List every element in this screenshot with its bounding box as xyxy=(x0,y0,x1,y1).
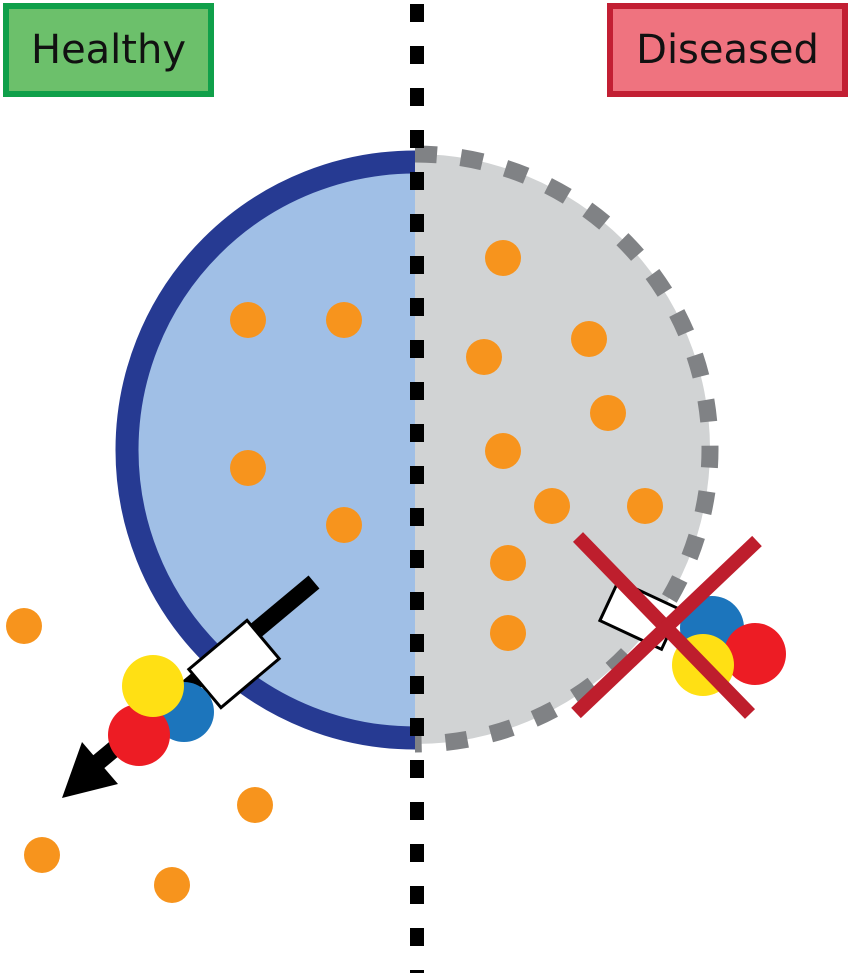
diseased-cell-membrane xyxy=(414,145,719,753)
healthy-label-text: Healthy xyxy=(30,27,187,73)
exported-molecules xyxy=(6,608,273,903)
molecule xyxy=(534,488,570,524)
diseased-label: Diseased xyxy=(607,3,848,97)
diseased-label-text: Diseased xyxy=(636,27,819,73)
molecule xyxy=(490,615,526,651)
diseased-transporter xyxy=(571,532,786,719)
molecule xyxy=(571,321,607,357)
molecule xyxy=(230,450,266,486)
healthy-label: Healthy xyxy=(3,3,214,97)
healthy-transporter xyxy=(62,575,320,798)
complex-red-subunit xyxy=(108,704,170,766)
molecule xyxy=(466,339,502,375)
diseased-cell-body xyxy=(415,154,710,744)
molecule xyxy=(627,488,663,524)
molecule xyxy=(485,433,521,469)
cross-x-icon xyxy=(571,532,762,719)
molecule xyxy=(230,302,266,338)
molecule xyxy=(237,787,273,823)
molecule xyxy=(154,867,190,903)
complex-red-subunit xyxy=(724,623,786,685)
molecule xyxy=(590,395,626,431)
transporter-protein xyxy=(186,618,282,710)
arrow-down-left-icon xyxy=(62,742,118,798)
molecule xyxy=(24,837,60,873)
diseased-intracellular-molecules xyxy=(466,240,663,651)
molecule xyxy=(490,545,526,581)
molecule xyxy=(485,240,521,276)
complex-yellow-subunit xyxy=(122,655,184,717)
healthy-intracellular-molecules xyxy=(230,302,362,543)
molecule xyxy=(326,302,362,338)
molecule xyxy=(326,507,362,543)
healthy-cell-membrane xyxy=(115,150,416,750)
molecule xyxy=(6,608,42,644)
